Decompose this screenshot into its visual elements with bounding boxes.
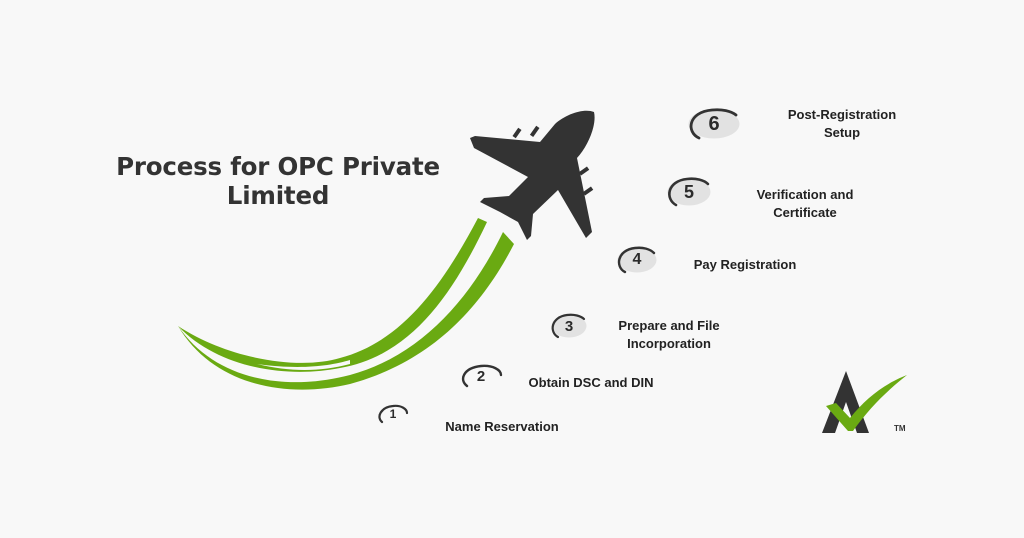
step-6-label-line-2: Setup [823,125,861,140]
step-3-label-line-1: Prepare and File [618,318,720,333]
step-4-label-line-1: Pay Registration [693,257,797,272]
step-5-label-line-2: Certificate [773,205,837,220]
step-2-number: 2 [476,367,486,385]
step-5-label-line-1: Verification and [756,187,854,202]
step-6-label: Post-Registration Setup [776,106,908,142]
oval-outline-icon [378,404,409,424]
step-1-label-line-1: Name Reservation [445,419,559,434]
step-4-number: 4 [632,251,642,268]
step-6-badge: 6 [687,108,741,140]
step-4-badge: 4 [616,246,658,274]
step-6-number: 6 [708,112,720,135]
step-5-label: Verification and Certificate [742,186,868,222]
step-3-label: Prepare and File Incorporation [606,317,732,353]
step-3-badge: 3 [550,313,588,339]
oval-filled-icon [667,177,711,207]
title-line-1: Process for OPC Private [116,152,440,181]
step-4-label: Pay Registration [686,256,804,274]
step-1-badge: 1 [377,403,409,425]
step-1-label: Name Reservation [438,418,566,436]
airplane-icon [470,110,595,241]
step-1-number: 1 [389,407,397,421]
a-checkmark-logo-icon [822,371,907,433]
step-2-label: Obtain DSC and DIN [520,374,662,392]
step-5-number: 5 [683,181,694,202]
step-2-badge: 2 [459,363,503,389]
oval-outline-icon [461,364,503,388]
trademark-symbol: TM [894,424,906,433]
oval-filled-icon [551,313,587,339]
title-line-2: Limited [226,181,330,210]
page-title: Process for OPC Private Limited [92,152,464,210]
oval-filled-icon [688,108,740,140]
green-swoosh-trail-icon [178,218,514,390]
step-3-label-line-2: Incorporation [627,336,711,351]
step-2-label-line-1: Obtain DSC and DIN [528,375,654,390]
step-6-label-line-1: Post-Registration [787,107,897,122]
step-3-number: 3 [564,317,574,335]
step-5-badge: 5 [666,177,712,207]
oval-filled-icon [617,246,657,274]
